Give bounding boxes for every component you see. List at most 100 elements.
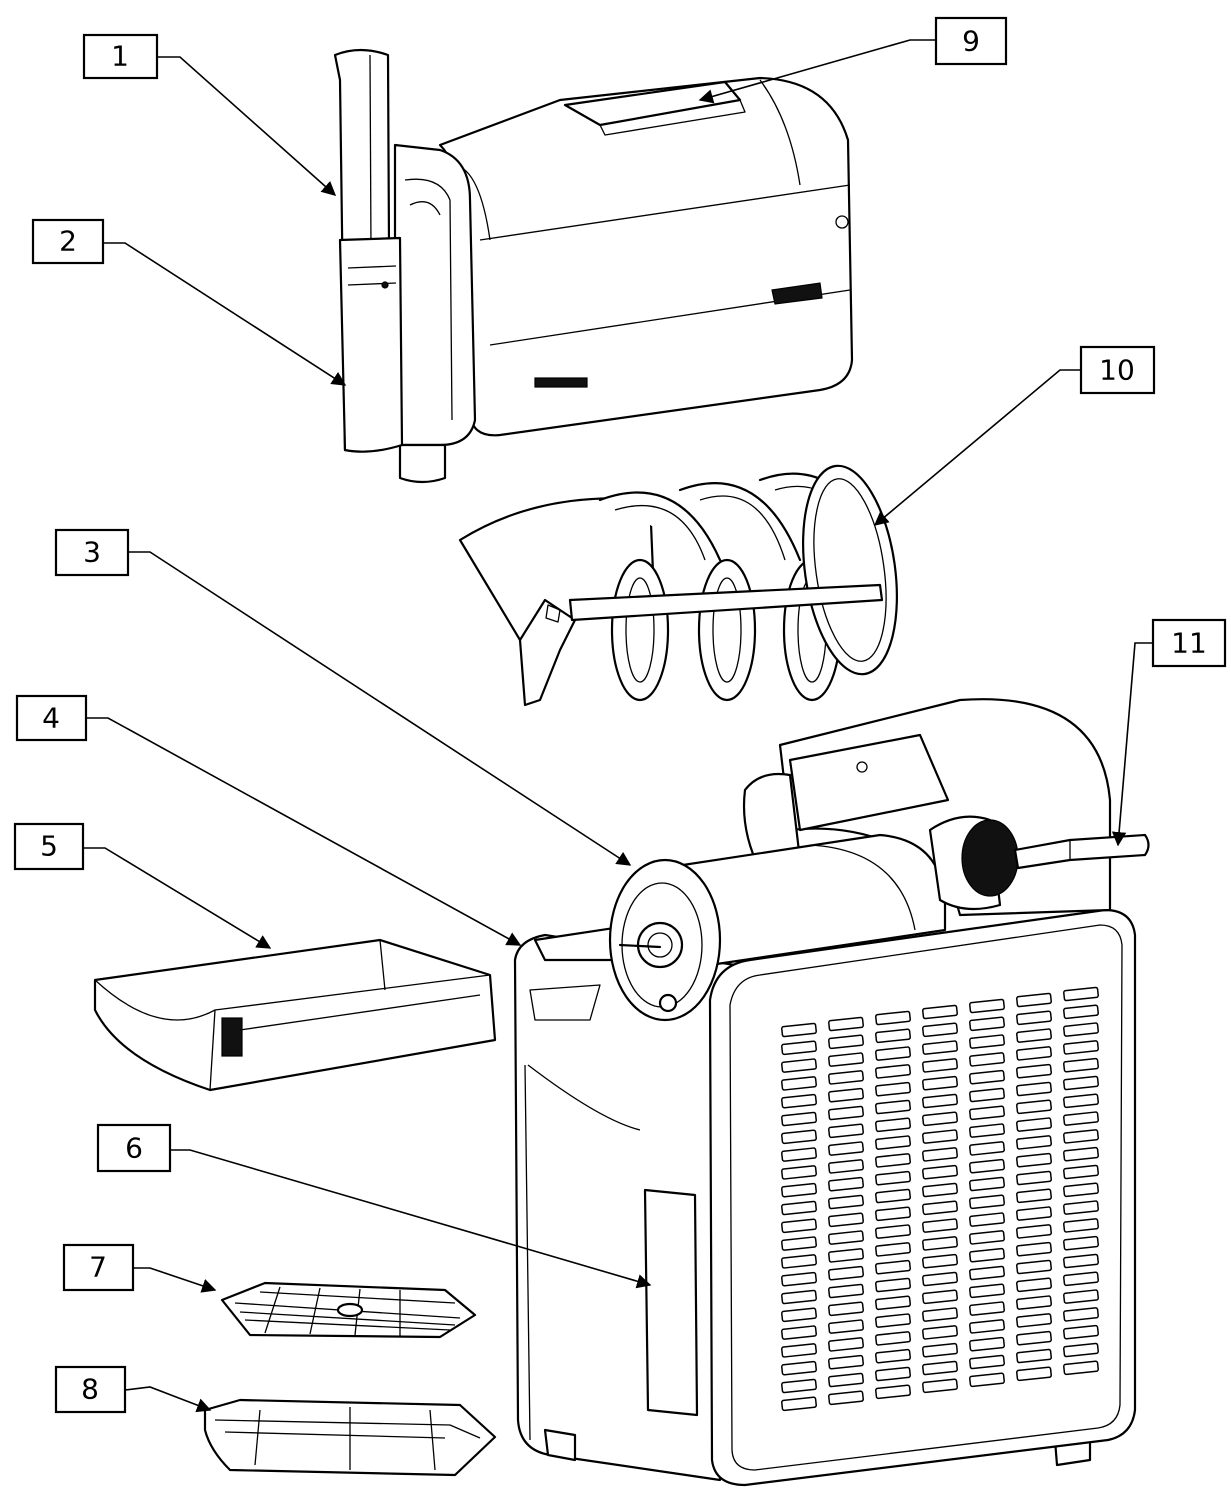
vent-slot — [1063, 1200, 1099, 1215]
vent-slot — [922, 1307, 958, 1322]
vent-slot — [781, 1129, 817, 1145]
auger — [458, 464, 898, 707]
vent-slot — [1063, 986, 1099, 1002]
vent-slot — [1016, 1295, 1052, 1310]
vent-slot — [781, 1289, 817, 1305]
leader-line-1 — [157, 56, 337, 196]
callout-label-4: 4 — [42, 702, 60, 735]
vent-slot — [922, 1129, 958, 1144]
vent-slot — [828, 1034, 864, 1050]
vent-slot — [1063, 1164, 1099, 1180]
callout-11: 11 — [1151, 618, 1227, 668]
callout-6: 6 — [96, 1123, 172, 1173]
vent-slot — [1063, 1093, 1099, 1109]
vent-slot — [1016, 1313, 1052, 1328]
vent-slot — [969, 1123, 1005, 1138]
callout-2: 2 — [31, 218, 105, 265]
bowl-assembly — [333, 48, 854, 484]
drip-tray — [93, 938, 497, 1092]
vent-slot — [1063, 1289, 1099, 1304]
vent-slot — [922, 1111, 958, 1127]
vent-slot — [1063, 1040, 1099, 1055]
callout-8: 8 — [54, 1365, 127, 1414]
vent-slot — [1063, 1022, 1099, 1037]
vent-slot — [1016, 1046, 1052, 1061]
vent-slot — [781, 1076, 817, 1091]
vent-slot — [875, 1081, 911, 1097]
leader-line-3 — [128, 551, 632, 866]
callout-label-6: 6 — [125, 1132, 143, 1165]
vent-slot — [828, 1354, 864, 1370]
vent-slot — [1063, 1271, 1099, 1287]
leader-lines — [83, 39, 1153, 1413]
vent-slot — [828, 1337, 864, 1352]
vent-slot — [875, 1170, 911, 1186]
vent-slot — [875, 1064, 911, 1079]
vent-slot — [781, 1022, 817, 1038]
vent-slot — [922, 1378, 958, 1394]
vent-slot — [781, 1111, 817, 1127]
vent-slot — [1016, 1188, 1052, 1204]
vent-slot — [922, 1271, 958, 1287]
vent-slot — [781, 1360, 817, 1376]
vent-slot — [828, 1141, 864, 1156]
leader-line-7 — [133, 1267, 217, 1293]
vent-slot — [828, 1016, 864, 1032]
vent-slot — [1063, 1004, 1099, 1020]
vent-slot — [922, 1004, 958, 1020]
vent-slot — [781, 1165, 817, 1180]
vent-slot — [875, 1028, 911, 1044]
vent-slot — [969, 1283, 1005, 1299]
vent-slot — [922, 1022, 958, 1038]
vent-slot — [875, 1242, 911, 1257]
vent-slot — [969, 1301, 1005, 1316]
callout-10: 10 — [1079, 345, 1156, 395]
vent-slot — [875, 1117, 911, 1133]
vent-slot — [969, 1087, 1005, 1103]
vent-slot — [969, 1372, 1005, 1388]
vent-slot — [969, 1016, 1005, 1032]
vent-slot — [1063, 1235, 1099, 1251]
vent-slot — [1016, 1170, 1052, 1186]
vent-slot — [875, 1135, 911, 1150]
vent-slot — [781, 1254, 817, 1269]
vent-slot — [1016, 1330, 1052, 1346]
vent-slot — [1063, 1360, 1099, 1376]
vent-slot — [922, 1200, 958, 1216]
vent-slot — [922, 1093, 958, 1109]
vent-slot — [828, 1301, 864, 1317]
vent-slot — [1063, 1324, 1099, 1340]
vent-slot — [781, 1307, 817, 1323]
vent-slot — [828, 1372, 864, 1388]
callout-label-11: 11 — [1171, 627, 1207, 660]
leader-line-10 — [873, 369, 1081, 526]
callout-7: 7 — [62, 1243, 135, 1292]
vent-slot — [828, 1087, 864, 1103]
vent-slot — [1016, 992, 1052, 1008]
callout-label-5: 5 — [40, 830, 58, 863]
vent-slot — [1016, 1206, 1052, 1221]
vent-slot — [875, 1366, 911, 1382]
vent-slot — [922, 1040, 958, 1055]
leader-line-5 — [83, 847, 272, 949]
vent-slot — [781, 1058, 817, 1073]
vent-slot — [1016, 1366, 1052, 1382]
vent-slot — [828, 1230, 864, 1245]
vent-slot — [875, 1295, 911, 1311]
vent-slot — [781, 1182, 817, 1198]
vent-slot — [969, 1336, 1005, 1352]
vent-slot — [1063, 1307, 1099, 1322]
vent-slot — [1016, 1241, 1052, 1257]
vent-slot — [1016, 1028, 1052, 1043]
vent-slot — [922, 1253, 958, 1269]
leader-line-9 — [698, 39, 936, 104]
vent-slot — [828, 1265, 864, 1281]
vent-slot — [781, 1271, 817, 1287]
vent-slot — [1016, 1135, 1052, 1150]
vent-slot — [922, 1342, 958, 1358]
vent-slot — [922, 1075, 958, 1091]
callout-9: 9 — [934, 16, 1008, 66]
callout-4: 4 — [15, 694, 88, 742]
vent-slot — [969, 1105, 1005, 1121]
